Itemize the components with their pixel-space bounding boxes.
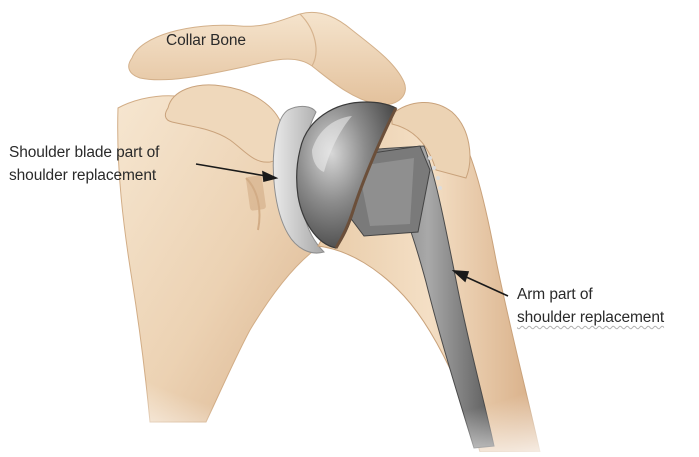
arm-part-label: Arm part of shoulder replacement [517,283,664,329]
collar-bone-label: Collar Bone [166,29,246,52]
shoulder-blade-label-line-1: Shoulder blade part of [9,141,159,164]
arm-part-label-line-2: shoulder replacement [517,306,664,329]
shoulder-blade-part-label: Shoulder blade part of shoulder replacem… [9,141,159,187]
shoulder-blade-label-line-2: shoulder replacement [9,164,159,187]
arm-part-label-line-1: Arm part of [517,283,664,306]
